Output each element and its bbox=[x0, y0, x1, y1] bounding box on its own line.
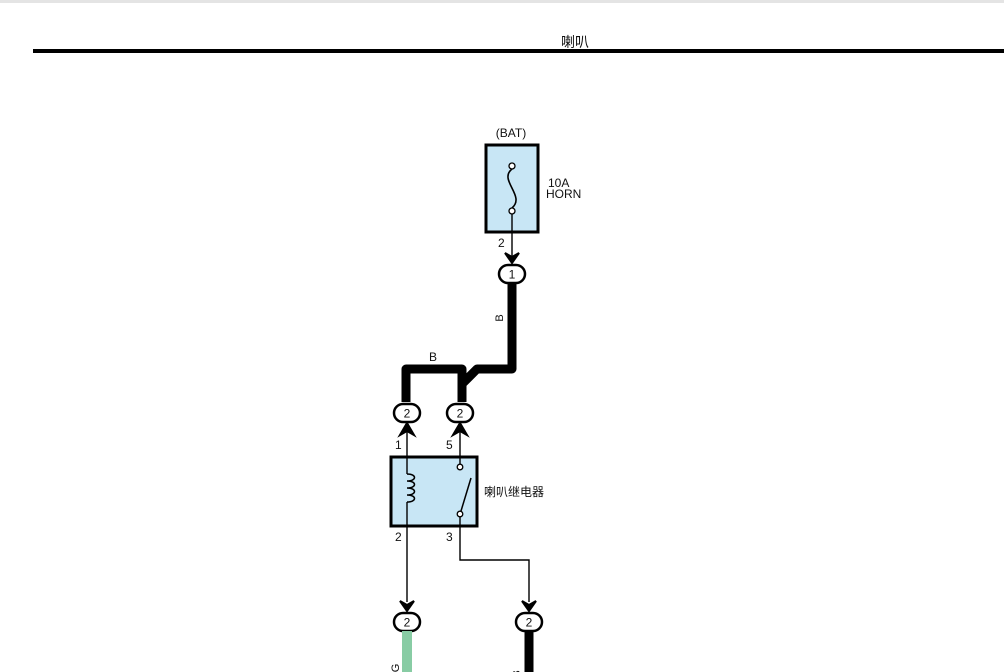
relay-box bbox=[389, 455, 479, 528]
fuse-pin-label: 2 bbox=[498, 236, 505, 250]
page-title: 喇叭 bbox=[561, 34, 589, 50]
connector-2-number: 2 bbox=[404, 407, 411, 421]
connector-4: 2 bbox=[392, 611, 422, 633]
relay-pin-1: 1 bbox=[395, 438, 402, 452]
relay-pin-2: 2 bbox=[395, 530, 402, 544]
connector-3-number: 2 bbox=[457, 407, 464, 421]
fuse-source-label: (BAT) bbox=[496, 126, 526, 140]
connector-2: 2 bbox=[392, 402, 422, 424]
fuse-name: HORN bbox=[546, 187, 581, 201]
window-top-strip bbox=[0, 0, 1004, 3]
title-rule bbox=[33, 49, 1004, 53]
connector-arrow-3 bbox=[450, 421, 470, 438]
fuse-rating: 10A bbox=[548, 176, 569, 190]
connector-5-number: 2 bbox=[526, 616, 533, 630]
connector-5: 2 bbox=[514, 611, 544, 633]
wire-green-bottom bbox=[402, 631, 412, 672]
wire-b-horizontal-code: B bbox=[429, 350, 437, 364]
relay-name: 喇叭继电器 bbox=[484, 484, 544, 499]
connector-1: 1 bbox=[497, 263, 527, 285]
connector-arrow-1 bbox=[504, 252, 520, 265]
connector-arrow-2 bbox=[397, 421, 417, 438]
coil-icon bbox=[406, 473, 416, 503]
relay-pin-5: 5 bbox=[446, 438, 453, 452]
wire-b-horizontal bbox=[401, 364, 467, 402]
relay-switch-output-wire bbox=[459, 517, 530, 602]
wire-b-bottom-code: B bbox=[511, 670, 523, 672]
connector-arrow-5 bbox=[521, 600, 537, 613]
wire-green-code: G bbox=[390, 664, 402, 672]
connector-1-number: 1 bbox=[509, 268, 516, 282]
wire-b-vertical-code: B bbox=[494, 314, 506, 321]
connector-arrow-4 bbox=[399, 600, 415, 613]
switch-icon bbox=[456, 463, 472, 518]
connector-3: 2 bbox=[445, 402, 475, 424]
connector-4-number: 2 bbox=[404, 616, 411, 630]
relay-pin-3: 3 bbox=[446, 530, 453, 544]
wire-b-vertical bbox=[458, 283, 517, 388]
